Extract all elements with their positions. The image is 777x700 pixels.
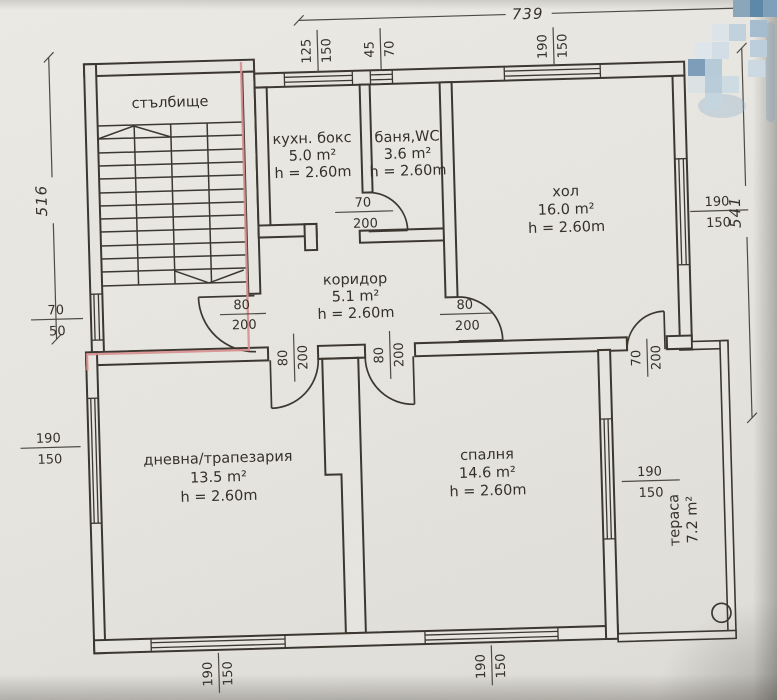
watermark-remnant-blob — [698, 94, 746, 118]
watermark-remnant-streak — [766, 22, 775, 122]
